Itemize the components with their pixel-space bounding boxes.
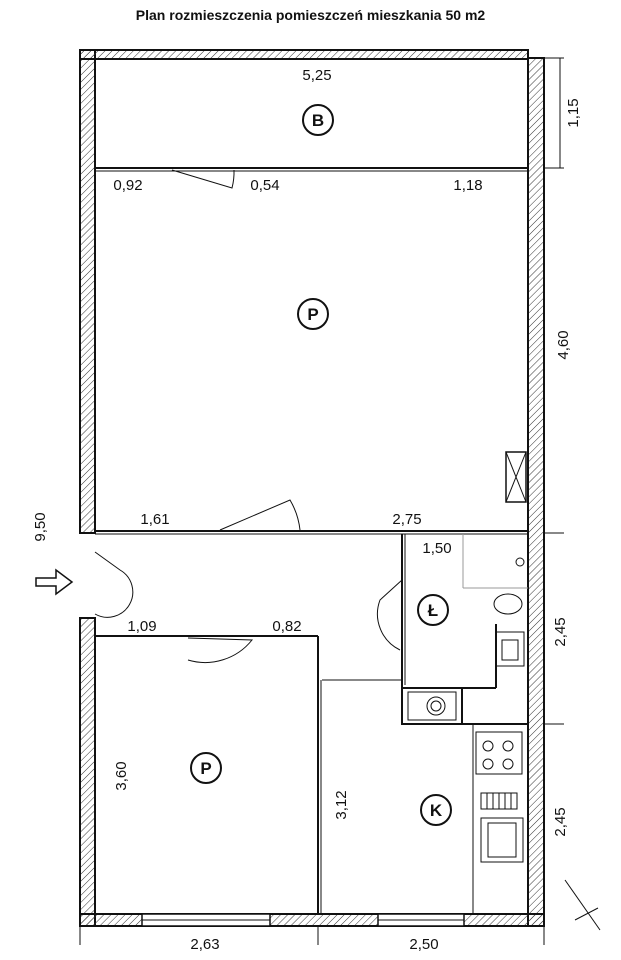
bedroom-walls [95, 635, 322, 914]
dim-bathroom-depth: 2,45 [552, 617, 569, 646]
dim-balcony-width: 5,25 [302, 67, 331, 84]
dim-kitchen-depth-right: 2,45 [552, 807, 569, 836]
svg-text:B: B [312, 111, 324, 130]
entrance-door [94, 551, 134, 618]
svg-text:P: P [200, 759, 211, 778]
dim-bottom-left: 2,63 [190, 936, 219, 953]
dim-living-wall-right: 2,75 [392, 511, 421, 528]
dim-balcony-depth: 1,15 [565, 98, 582, 127]
bathroom-walls [376, 534, 528, 689]
kitchen-counter [462, 723, 528, 914]
dim-living-wall-left: 1,61 [140, 511, 169, 528]
radiator [505, 451, 527, 503]
room-label-bathroom: Ł [417, 594, 449, 626]
plan-title: Plan rozmieszczenia pomieszczeń mieszkan… [135, 7, 486, 23]
dim-bathroom-width: 1,50 [422, 540, 451, 557]
dim-balcony-segment-2: 0,54 [250, 177, 279, 194]
dim-bedroom-wall-right: 0,82 [272, 618, 301, 635]
dim-balcony-segment-1: 0,92 [113, 177, 142, 194]
dim-bedroom-depth: 3,60 [113, 761, 130, 790]
washing-machine [401, 687, 463, 725]
bottom-windows [141, 913, 465, 927]
dim-bedroom-wall-left: 1,09 [127, 618, 156, 635]
room-label-living-room: P [297, 298, 329, 330]
svg-text:Ł: Ł [428, 601, 438, 620]
svg-text:P: P [307, 305, 318, 324]
svg-text:K: K [430, 801, 443, 820]
balcony-wall [95, 167, 528, 189]
room-label-kitchen: K [420, 794, 452, 826]
room-label-bedroom: P [190, 752, 222, 784]
dim-balcony-segment-3: 1,18 [453, 177, 482, 194]
dim-living-room-depth: 4,60 [555, 330, 572, 359]
dim-total-length: 9,50 [32, 512, 49, 541]
living-room-bottom-wall [95, 499, 528, 535]
entry-arrow [35, 568, 74, 596]
dimension-lines [79, 57, 601, 945]
room-label-balcony: B [302, 104, 334, 136]
dim-bottom-right: 2,50 [409, 936, 438, 953]
dim-kitchen-depth-left: 3,12 [333, 790, 350, 819]
